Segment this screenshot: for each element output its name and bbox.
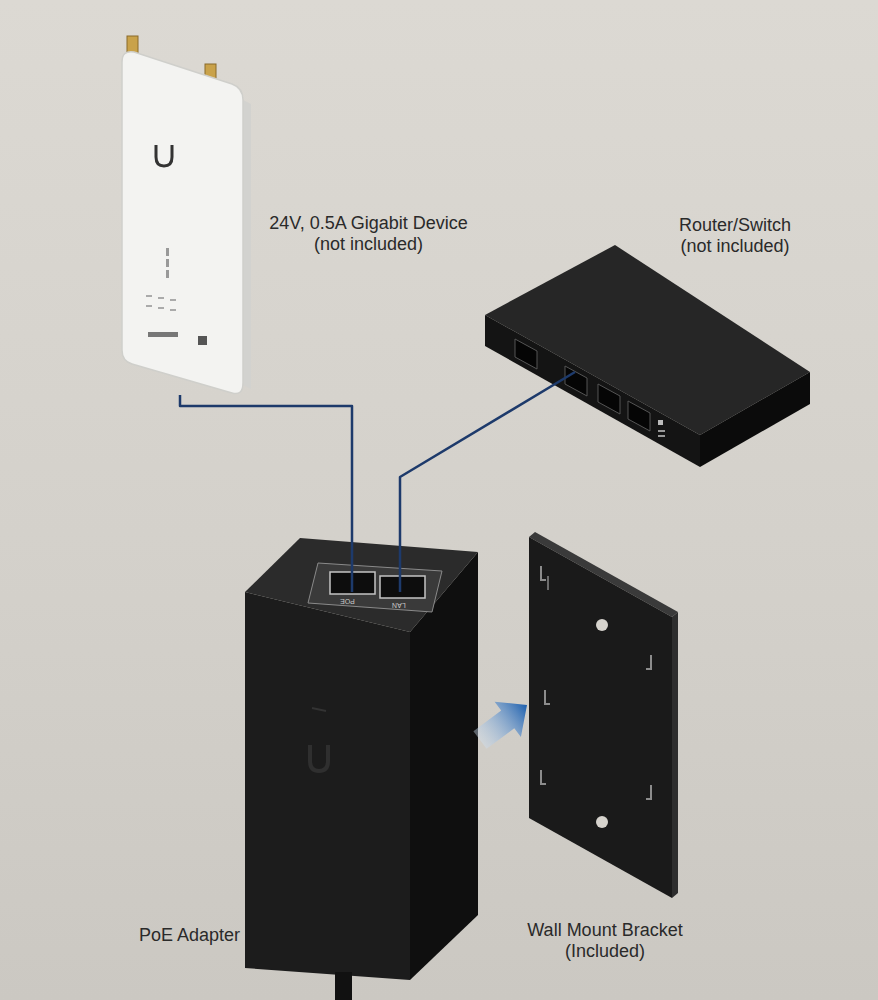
device-node: 24V, 0.5A Gigabit Device (not included) xyxy=(118,40,251,395)
device-drawing xyxy=(122,36,251,394)
ethernet-cable xyxy=(400,372,575,592)
router-label: Router/Switch (not included) xyxy=(665,215,805,256)
poe-adapter-node: PoE Adapter xyxy=(245,592,480,980)
router-node: Router/Switch (not included) xyxy=(570,372,810,467)
poe-label: PoE Adapter xyxy=(139,925,240,946)
bracket-label: Wall Mount Bracket (Included) xyxy=(515,920,695,961)
poe-adapter-drawing xyxy=(245,538,478,1000)
mount-arrow xyxy=(473,702,527,749)
bracket-node: Wall Mount Bracket (Included) xyxy=(527,537,678,900)
bracket-drawing xyxy=(529,532,678,898)
port-label: LAN xyxy=(392,602,406,609)
ethernet-cable xyxy=(180,395,352,592)
port-label: POE xyxy=(340,598,355,605)
device-label: 24V, 0.5A Gigabit Device (not included) xyxy=(256,213,481,254)
router-drawing xyxy=(485,245,810,467)
